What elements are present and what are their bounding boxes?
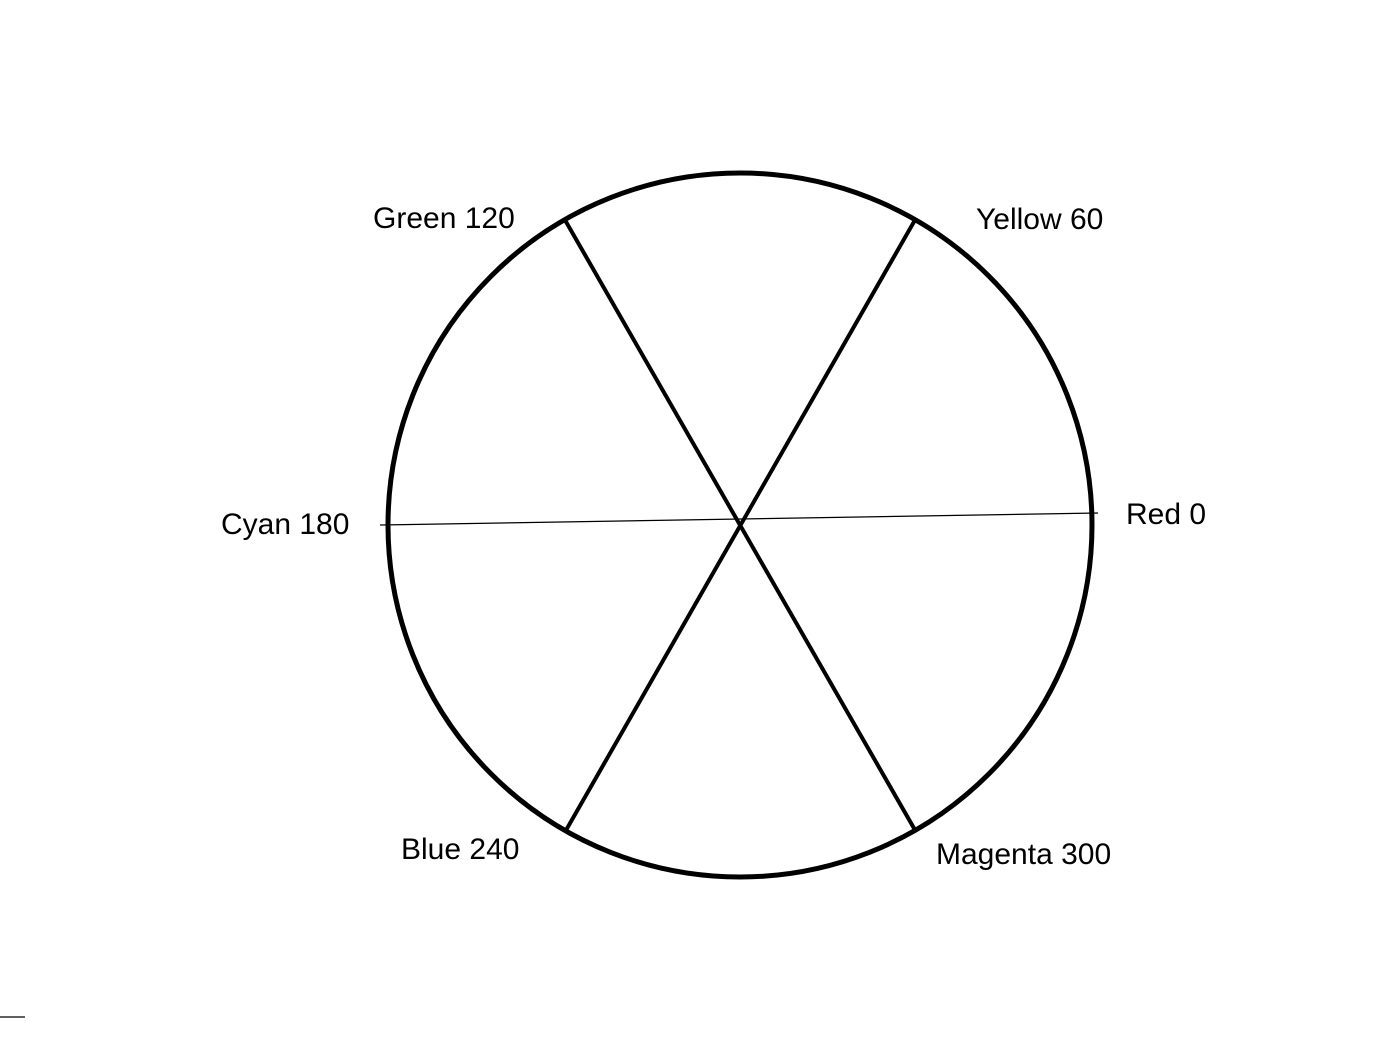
axis-yellow-blue: [563, 219, 917, 833]
label-cyan: Cyan 180: [221, 508, 349, 541]
label-red: Red 0: [1126, 498, 1206, 531]
label-magenta: Magenta 300: [936, 838, 1111, 871]
axis-red-cyan: [379, 512, 1099, 526]
label-blue: Blue 240: [401, 833, 519, 866]
label-green: Green 120: [373, 202, 515, 235]
label-yellow: Yellow 60: [976, 203, 1103, 236]
